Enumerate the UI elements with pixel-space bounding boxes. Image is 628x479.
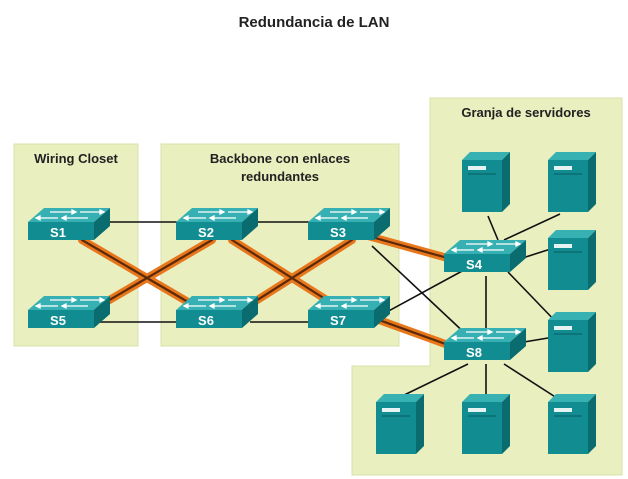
switch-icon — [27, 207, 111, 241]
switch-icon — [175, 207, 259, 241]
switch-s8: S8 — [443, 327, 527, 361]
wiring-closet-label: Wiring Closet — [34, 151, 118, 166]
server-icon — [548, 312, 596, 372]
switch-icon — [175, 295, 259, 329]
server-icon — [548, 394, 596, 454]
server-icon — [376, 394, 424, 454]
diagram-title: Redundancia de LAN — [238, 14, 390, 31]
server-farm-label: Granja de servidores — [461, 105, 590, 120]
switch-icon — [27, 295, 111, 329]
switch-s5-label: S5 — [50, 313, 66, 328]
server-icon — [548, 152, 596, 212]
switch-s1-label: S1 — [50, 225, 66, 240]
switch-s4: S4 — [443, 239, 527, 273]
switch-icon — [307, 207, 391, 241]
switch-s7-label: S7 — [330, 313, 346, 328]
server-icon — [462, 394, 510, 454]
switch-icon — [443, 239, 527, 273]
switch-s5: S5 — [27, 295, 111, 329]
server-icon — [548, 230, 596, 290]
switch-s4-label: S4 — [466, 257, 483, 272]
switch-s8-label: S8 — [466, 345, 482, 360]
backbone-label-line2: redundantes — [241, 169, 319, 184]
switch-s7: S7 — [307, 295, 391, 329]
switch-s6-label: S6 — [198, 313, 214, 328]
switch-icon — [443, 327, 527, 361]
switch-s3-label: S3 — [330, 225, 346, 240]
server-icon — [462, 152, 510, 212]
switch-s2-label: S2 — [198, 225, 214, 240]
switch-icon — [307, 295, 391, 329]
switch-s1: S1 — [27, 207, 111, 241]
switch-s2: S2 — [175, 207, 259, 241]
switch-s3: S3 — [307, 207, 391, 241]
backbone-label-line1: Backbone con enlaces — [210, 151, 350, 166]
links — [100, 213, 561, 402]
switch-s6: S6 — [175, 295, 259, 329]
